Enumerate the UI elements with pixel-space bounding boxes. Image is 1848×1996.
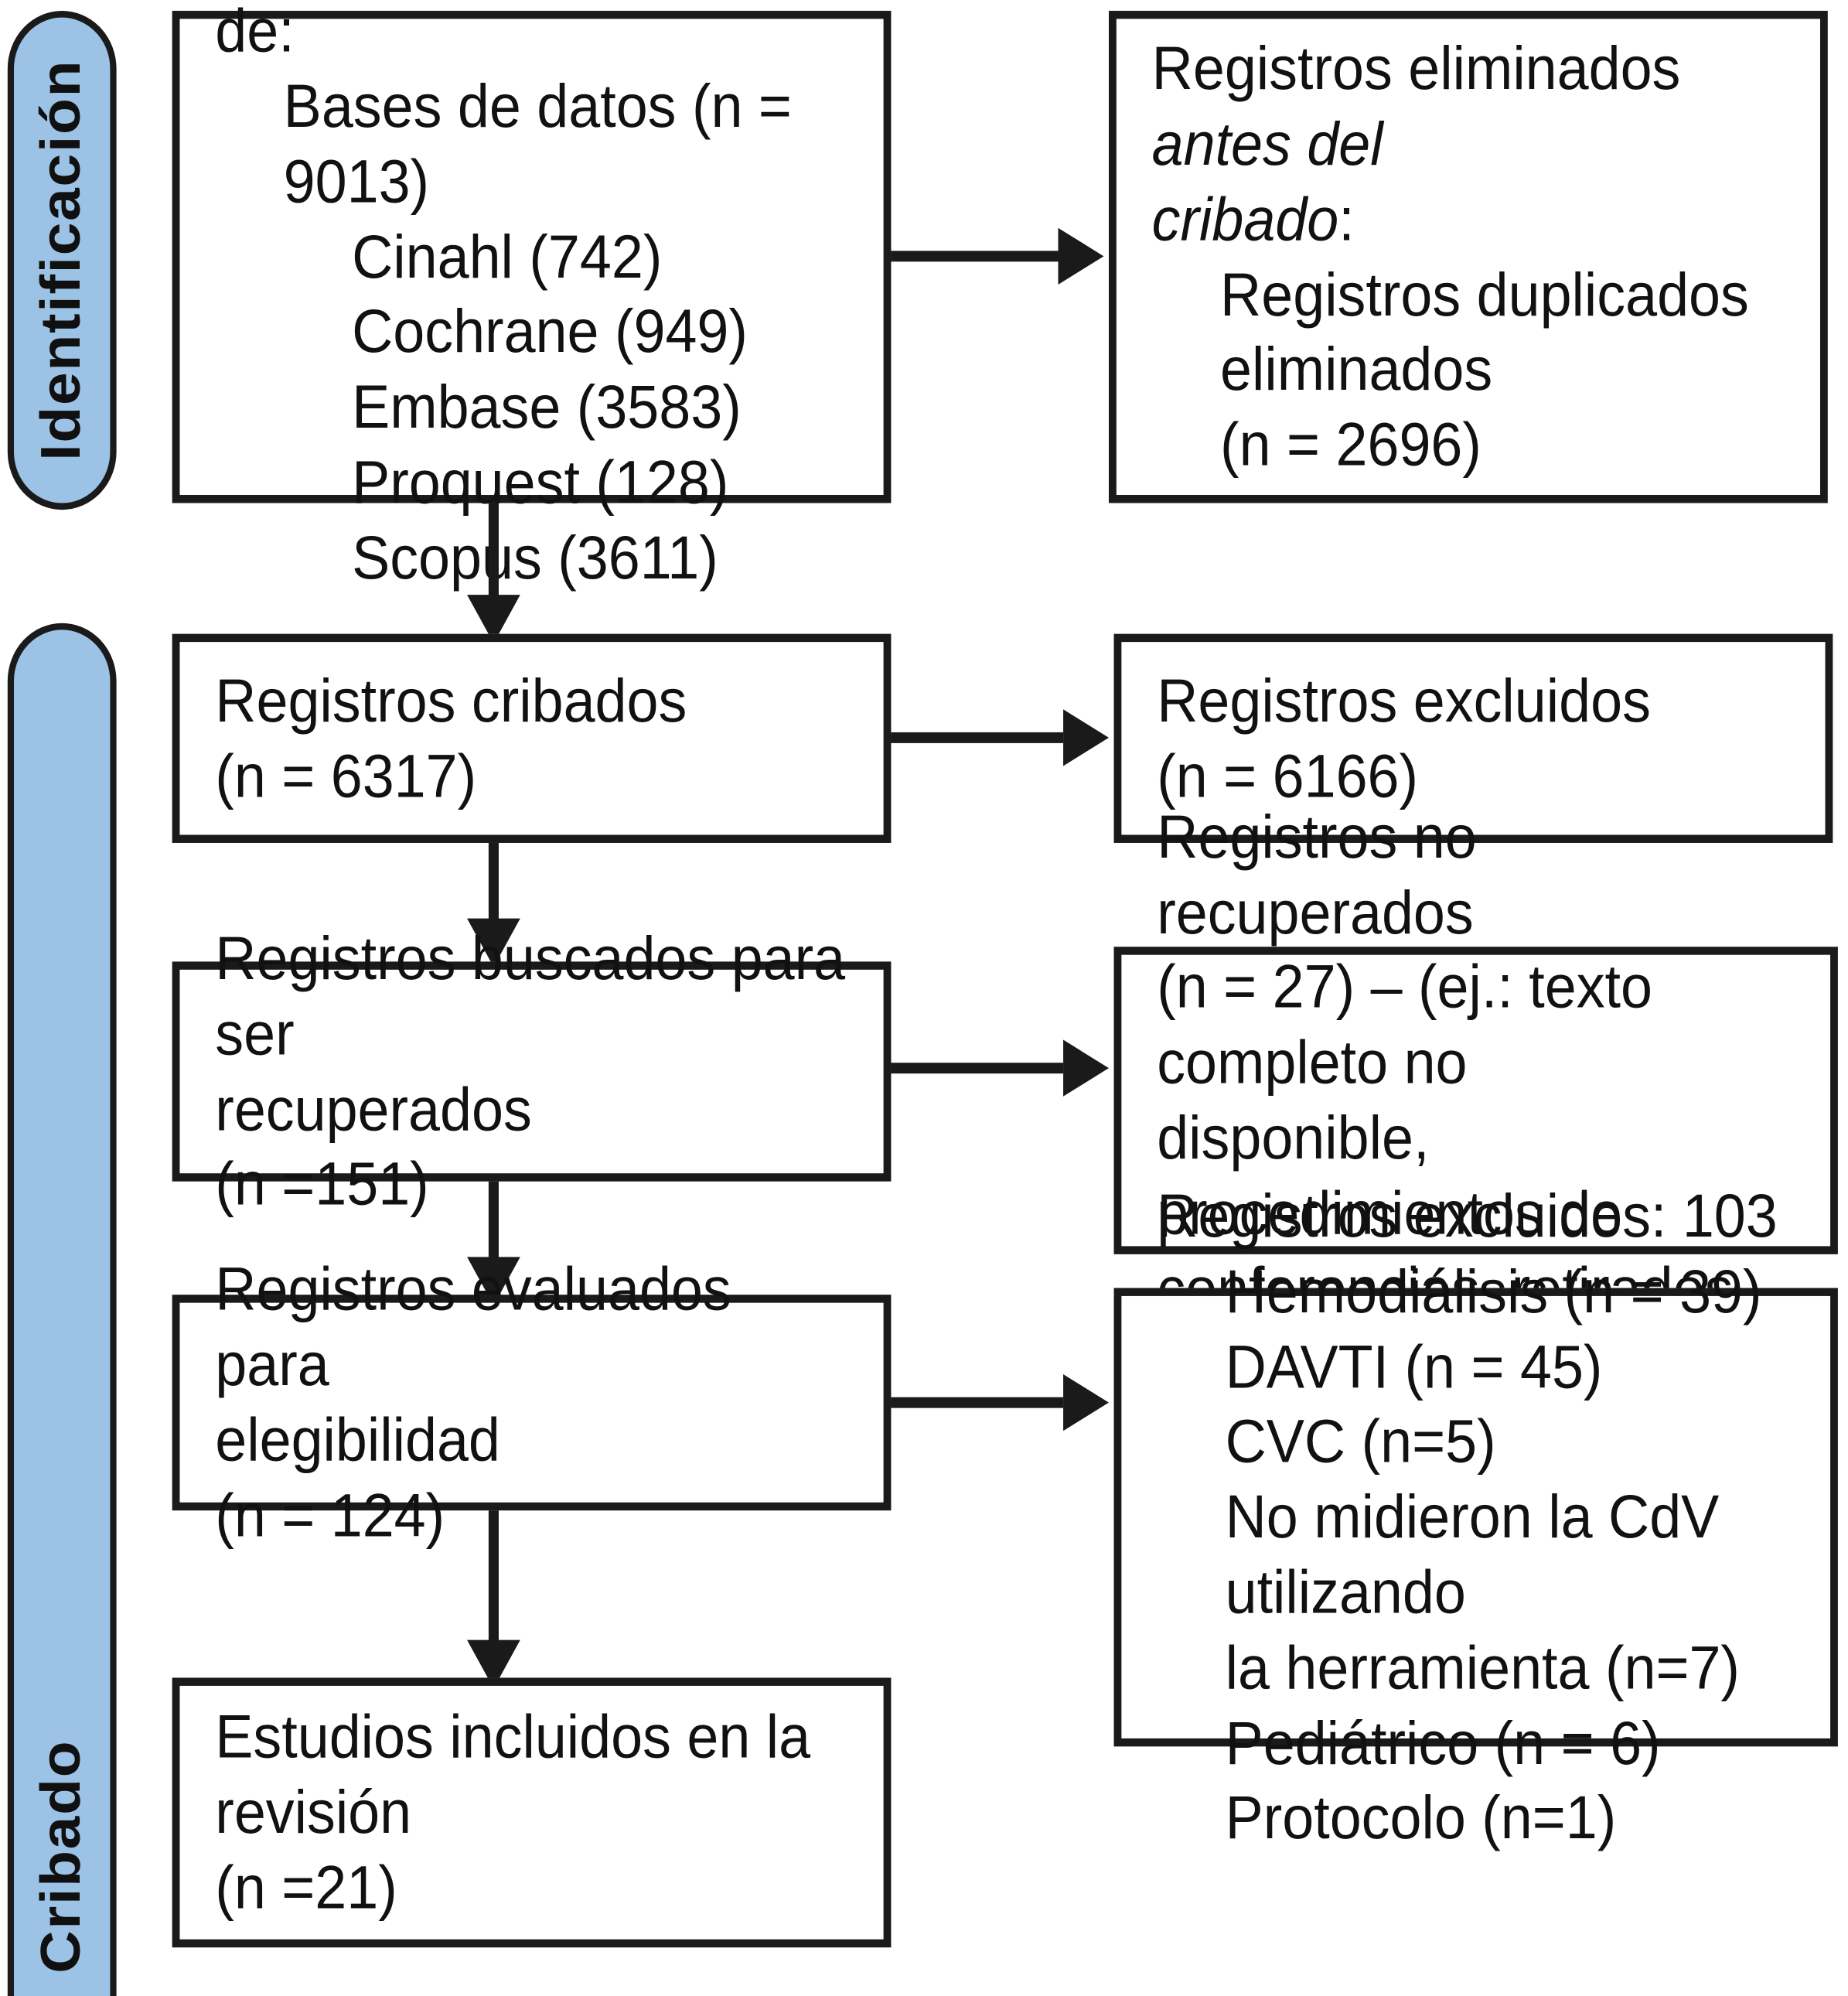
box-evaluados-elegibilidad: Registros evaluados para elegibilidad (n…	[172, 1255, 892, 1549]
box-registros-excluidos: Registros excluidos (n = 6166)	[1113, 633, 1833, 843]
box-registros-identificados-line-5: Proquest (128)	[352, 447, 729, 517]
box-estudios-incluidos-line-0: Estudios incluidos en la revisión	[215, 1702, 827, 1847]
box-eliminados-antes-cribado: Registros eliminados antes del cribado: …	[1109, 10, 1828, 503]
arrow-evaluados-to-excluidos-line	[891, 1397, 1064, 1408]
box-eliminados-line-0: Registros eliminados antes del	[1152, 31, 1785, 182]
box-eliminados-line-2: Registros duplicados	[1220, 259, 1749, 329]
arrow-buscados-to-evaluados-line	[488, 1181, 499, 1268]
box-registros-identificados: Registros identificados de: Bases de dat…	[172, 0, 892, 592]
box-excluidos-razones-line-3: CVC (n=5)	[1225, 1407, 1496, 1476]
box-registros-cribados-line-0: Registros cribados	[215, 665, 687, 735]
stage-label-identificacion-text: Identificación	[30, 60, 93, 462]
arrow-evaluados-to-excluidos-head	[1063, 1374, 1109, 1431]
box-eliminados-line-3: eliminados	[1220, 335, 1493, 404]
arrow-identificados-to-cribados-line	[488, 503, 499, 606]
box-registros-cribados: Registros cribados (n = 6317)	[172, 633, 892, 843]
arrow-buscados-to-norecuperados-head	[1063, 1039, 1109, 1097]
box-buscados-line-0: Registros buscados para ser	[215, 923, 861, 1068]
box-evaluados-line-2: (n = 124)	[215, 1480, 445, 1550]
box-buscados-line-1: recuperados	[215, 1074, 532, 1143]
arrow-cribados-to-buscados-head	[467, 918, 520, 967]
box-registros-identificados-line-0: Registros identificados de:	[215, 0, 295, 66]
box-registros-identificados-line-4: Embase (3583)	[352, 372, 742, 442]
box-evaluados-line-0: Registros evaluados para	[215, 1254, 748, 1399]
stage-label-cribado: Cribado	[7, 623, 117, 1996]
box-registros-excluidos-line-1: (n = 6166)	[1157, 741, 1419, 810]
box-registros-cribados-line-1: (n = 6317)	[215, 741, 477, 810]
box-excluidos-razones-line-2: DAVTI (n = 45)	[1225, 1332, 1603, 1401]
stage-label-identificacion: Identificación	[7, 10, 117, 510]
box-excluidos-razones-line-7: Protocolo (n=1)	[1225, 1783, 1617, 1852]
box-excluidos-razones: Registros excluidos: 103 Hemodiálisis (n…	[1113, 1182, 1838, 1852]
arrow-buscados-to-norecuperados-line	[891, 1063, 1064, 1074]
box-registros-identificados-line-1: Bases de datos (n = 9013)	[283, 71, 808, 216]
box-registros-identificados-line-6: Scopus (3611)	[352, 523, 718, 592]
box-buscados-line-2: (n =151)	[215, 1149, 429, 1219]
arrow-cribados-to-buscados-line	[488, 842, 499, 930]
box-excluidos-razones-line-6: Pediátrico (n = 6)	[1225, 1708, 1661, 1777]
box-excluidos-razones-line-0: Registros excluidos: 103	[1157, 1181, 1778, 1250]
arrow-evaluados-to-incluidos-line	[488, 1510, 499, 1651]
box-registros-identificados-line-2: Cinahl (742)	[352, 222, 663, 292]
box-estudios-incluidos-line-1: (n =21)	[215, 1852, 397, 1922]
arrow-identificados-to-eliminados-head	[1058, 227, 1104, 285]
box-registros-excluidos-line-0: Registros excluidos	[1157, 665, 1651, 735]
box-eliminados-line-4: (n = 2696)	[1220, 410, 1481, 479]
arrow-cribados-to-excluidos-head	[1063, 709, 1109, 766]
box-eliminados-line-1-b: :	[1338, 184, 1355, 254]
box-excluidos-razones-line-4: No midieron la CdV utilizando	[1225, 1482, 1735, 1627]
box-excluidos-razones-line-1: Hemodiálisis (n = 39)	[1225, 1256, 1762, 1326]
box-eliminados-line-1-a: cribado	[1151, 184, 1339, 254]
box-eliminados-line-0-b: antes del	[1151, 109, 1383, 179]
box-estudios-incluidos: Estudios incluidos en la revisión (n =21…	[172, 1677, 892, 1948]
box-no-recuperados-line-0: Registros no recuperados	[1157, 802, 1493, 947]
box-eliminados-line-1: cribado:	[1152, 182, 1785, 257]
arrow-cribados-to-excluidos-line	[891, 732, 1064, 743]
box-excluidos-razones-line-5: la herramienta (n=7)	[1225, 1633, 1740, 1702]
box-registros-identificados-line-3: Cochrane (949)	[352, 297, 748, 367]
box-no-recuperados-line-2: disponible, procedimientos de	[1157, 1103, 1623, 1247]
box-buscados-recuperados: Registros buscados para ser recuperados …	[172, 923, 892, 1218]
arrow-identificados-to-eliminados-line	[891, 251, 1059, 262]
stage-label-cribado-text: Cribado	[30, 1740, 93, 1974]
box-evaluados-line-1: elegibilidad	[215, 1405, 500, 1475]
box-no-recuperados-line-1: (n = 27) – (ej.: texto completo no	[1157, 952, 1669, 1097]
box-eliminados-line-0-a: Registros eliminados	[1151, 33, 1696, 103]
